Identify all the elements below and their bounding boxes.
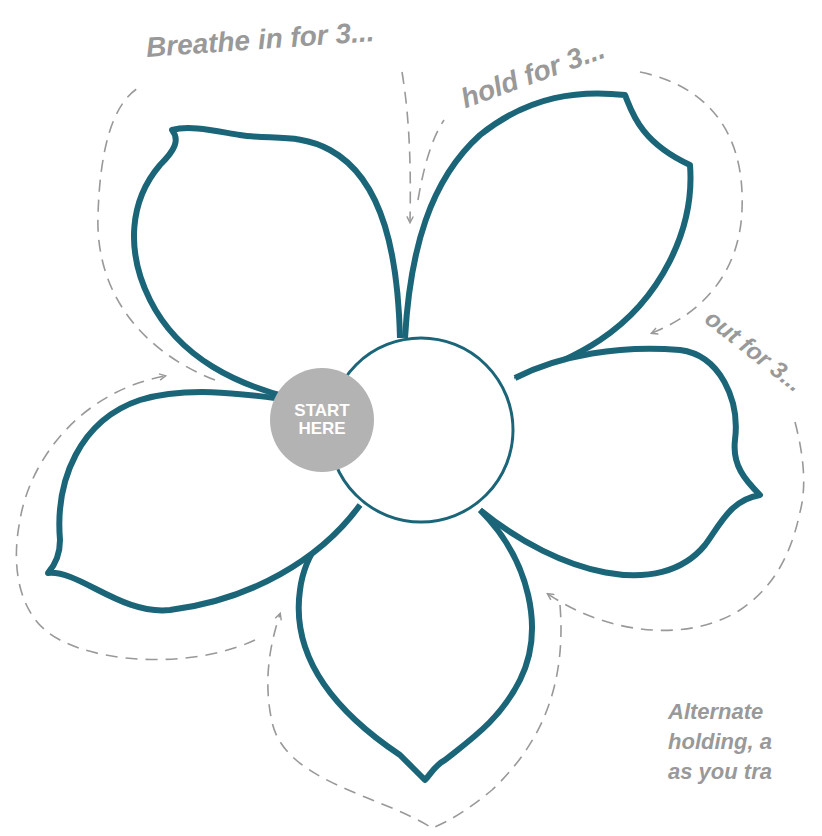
note-text: Alternate [668, 699, 763, 725]
start-circle-body: START HERE [270, 368, 374, 472]
start-circle-fill [270, 368, 374, 472]
start-circle: START HERE [270, 368, 374, 472]
step-label: Breathe in for 3... [145, 15, 376, 64]
petal [134, 128, 400, 398]
petal [480, 349, 760, 575]
trace-dash [402, 72, 410, 222]
petal [299, 505, 532, 780]
petal [405, 93, 690, 380]
trace-path [16, 72, 803, 828]
start-label: START HERE [290, 402, 354, 438]
petal [48, 392, 360, 610]
petals [48, 93, 760, 780]
note-text: as you tra [668, 759, 772, 785]
note-text: holding, a [668, 729, 772, 755]
